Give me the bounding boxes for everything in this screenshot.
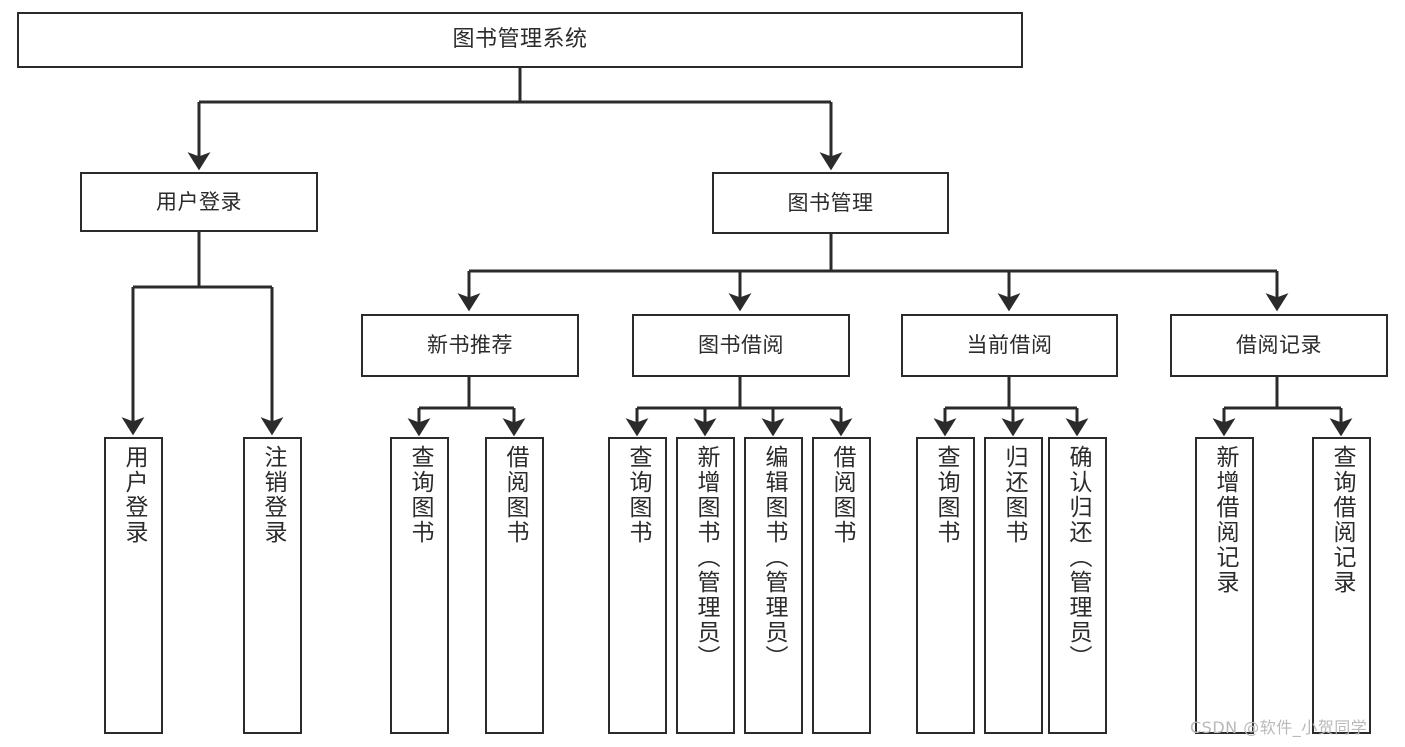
node-book-borrow[interactable]: 图书借阅 [632, 314, 850, 377]
node-root-book-management-system[interactable]: 图书管理系统 [17, 12, 1023, 68]
node-label: 借阅图书 [502, 445, 528, 545]
leaf-recommend-query-book[interactable]: 查询图书 [390, 437, 449, 734]
node-label: 新增图书（管理员） [693, 445, 719, 670]
leaf-borrow-query-book[interactable]: 查询图书 [608, 437, 667, 734]
node-current-borrow[interactable]: 当前借阅 [901, 314, 1118, 377]
node-label: 图书借阅 [698, 333, 784, 358]
node-label: 确认归还（管理员） [1065, 445, 1091, 670]
node-label: 查询图书 [933, 445, 959, 545]
node-label: 新增借阅记录 [1212, 445, 1238, 595]
node-label: 当前借阅 [966, 333, 1053, 358]
node-label: 查询借阅记录 [1329, 445, 1355, 595]
node-label: 图书管理 [787, 190, 874, 215]
leaf-current-return-book[interactable]: 归还图书 [984, 437, 1043, 734]
leaf-current-query-book[interactable]: 查询图书 [916, 437, 975, 734]
leaf-current-confirm-return[interactable]: 确认归还（管理员） [1048, 437, 1107, 734]
node-user-login[interactable]: 用户登录 [80, 172, 318, 232]
node-label: 借阅图书 [829, 445, 855, 545]
node-label: 用户登录 [121, 445, 147, 545]
node-label: 归还图书 [1001, 445, 1027, 545]
node-borrow-records[interactable]: 借阅记录 [1170, 314, 1388, 377]
leaf-records-add-record[interactable]: 新增借阅记录 [1195, 437, 1254, 734]
leaf-borrow-add-book[interactable]: 新增图书（管理员） [676, 437, 735, 734]
watermark: CSDN @软件_小贺同学 [1190, 718, 1368, 737]
leaf-user-logout[interactable]: 注销登录 [243, 437, 302, 734]
leaf-user-login[interactable]: 用户登录 [104, 437, 163, 734]
node-new-book-recommend[interactable]: 新书推荐 [361, 314, 579, 377]
node-label: 查询图书 [625, 445, 651, 545]
leaf-recommend-borrow-book[interactable]: 借阅图书 [485, 437, 544, 734]
node-label: 图书管理系统 [452, 27, 588, 53]
node-book-management[interactable]: 图书管理 [712, 172, 949, 234]
node-label: 用户登录 [156, 189, 242, 214]
node-label: 查询图书 [407, 445, 433, 545]
leaf-borrow-borrow-book[interactable]: 借阅图书 [812, 437, 871, 734]
node-label: 编辑图书（管理员） [761, 445, 787, 670]
node-label: 新书推荐 [427, 333, 513, 358]
leaf-records-query-record[interactable]: 查询借阅记录 [1312, 437, 1371, 734]
node-label: 注销登录 [260, 445, 286, 545]
leaf-borrow-edit-book[interactable]: 编辑图书（管理员） [744, 437, 803, 734]
node-label: 借阅记录 [1236, 333, 1322, 358]
